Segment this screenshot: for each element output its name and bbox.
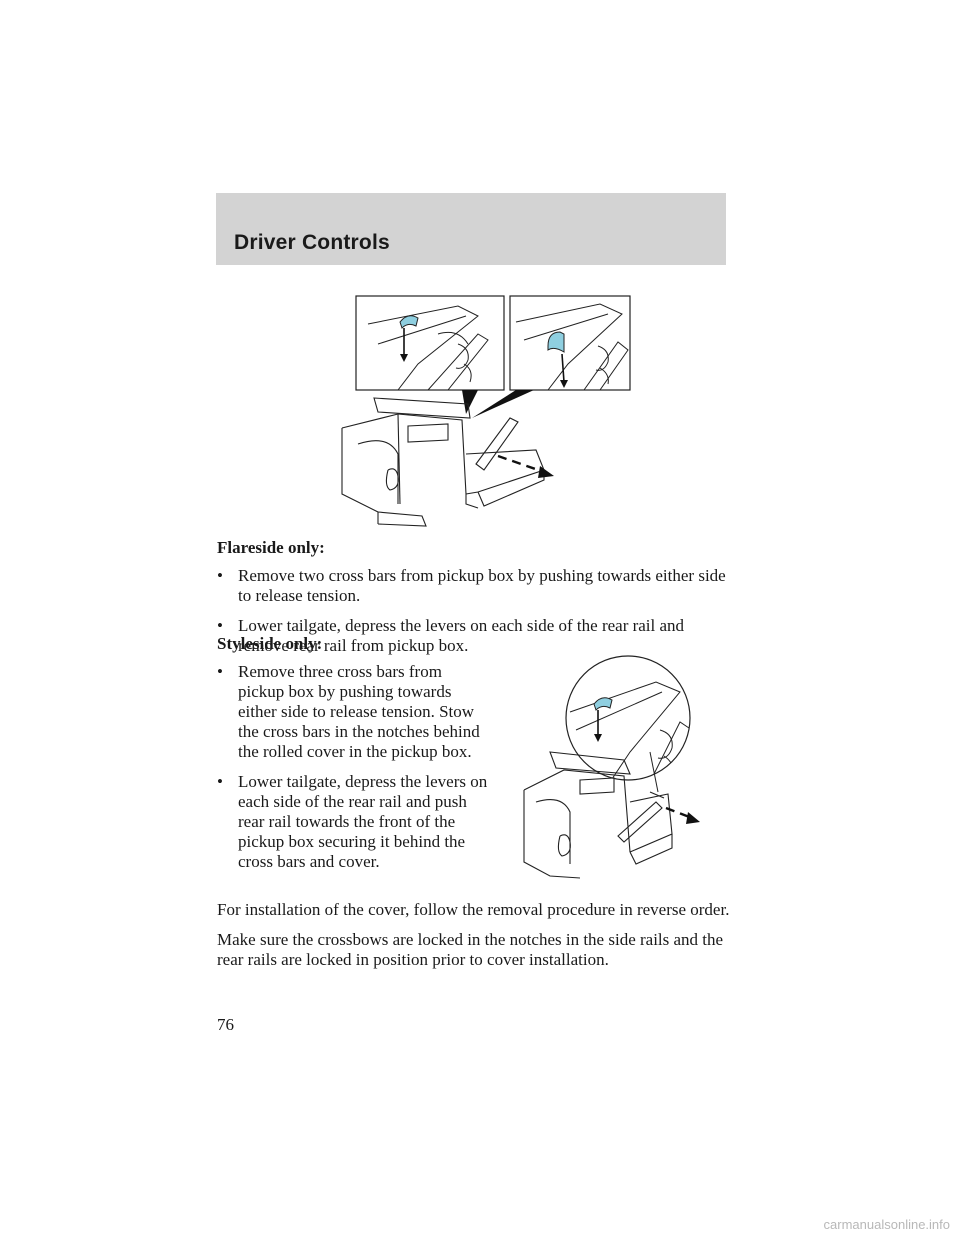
watermark: carmanualsonline.info [823, 1217, 950, 1232]
flareside-section: Flareside only: •Remove two cross bars f… [217, 538, 737, 666]
paragraph-crossbows: Make sure the crossbows are locked in th… [217, 930, 724, 969]
inset-left [355, 295, 505, 391]
styleside-section: Styleside only: •Remove three cross bars… [217, 634, 489, 882]
bullet-glyph: • [217, 566, 223, 585]
page-number: 76 [217, 1015, 234, 1034]
bullet-glyph: • [217, 662, 223, 681]
inset-right [509, 295, 631, 391]
paragraph-installation: For installation of the cover, follow th… [217, 900, 730, 919]
header-band: Driver Controls [216, 193, 726, 265]
list-item: •Remove three cross bars from pickup box… [217, 662, 480, 761]
lever-left [399, 315, 419, 329]
list-item: •Lower tailgate, depress the levers on e… [217, 772, 488, 871]
closing-paragraphs: For installation of the cover, follow th… [217, 900, 737, 980]
bullet-glyph: • [217, 772, 223, 791]
flareside-illustration [341, 295, 631, 527]
styleside-list: •Remove three cross bars from pickup box… [217, 662, 489, 872]
lever-detail [593, 697, 613, 711]
styleside-illustration [523, 655, 700, 879]
styleside-heading: Styleside only: [217, 634, 323, 653]
flareside-heading: Flareside only: [217, 538, 325, 557]
section-title: Driver Controls [234, 231, 390, 254]
detail-circle [565, 655, 691, 781]
list-item: •Remove two cross bars from pickup box b… [217, 566, 726, 605]
flareside-list: •Remove two cross bars from pickup box b… [217, 566, 737, 656]
bullet-glyph: • [217, 616, 223, 635]
list-item: •Lower tailgate, depress the levers on e… [217, 616, 685, 655]
lever-right [547, 331, 565, 353]
